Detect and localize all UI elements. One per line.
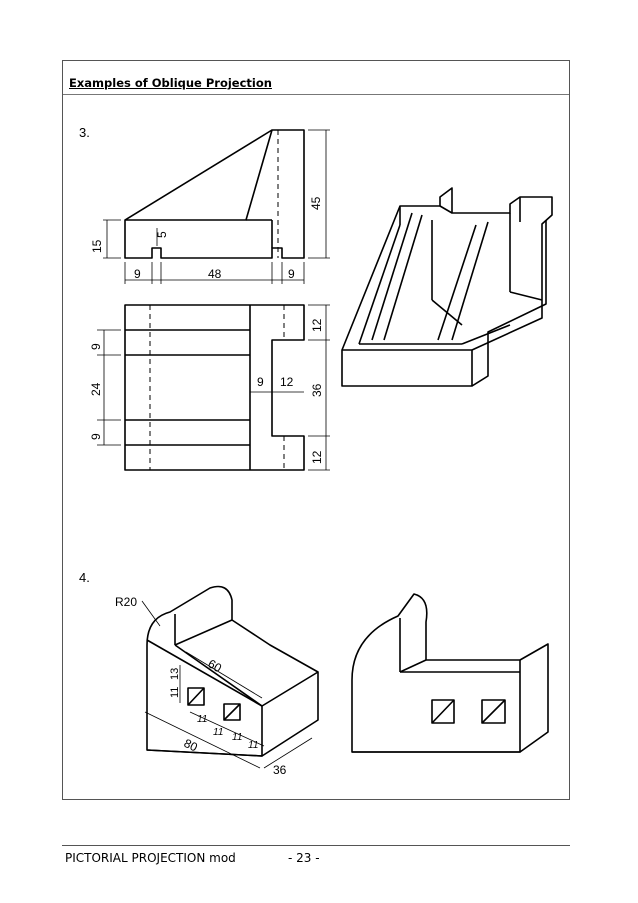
footer-page-number: - 23 - [288, 851, 320, 865]
fig4-oblique-view [351, 593, 549, 753]
dim-9-left: 9 [134, 267, 141, 281]
dim-60: 60 [206, 656, 225, 675]
fig3-top-view [124, 304, 305, 471]
section-title: Examples of Oblique Projection [69, 76, 272, 90]
content-frame: Examples of Oblique Projection [62, 60, 570, 800]
dim-11-c: 11 [232, 732, 242, 743]
dim-48: 48 [208, 267, 222, 281]
dim-11-a: 11 [197, 714, 207, 725]
figure-3-number: 3. [79, 125, 90, 140]
dim-9-right: 9 [288, 267, 295, 281]
footer-rule [62, 845, 570, 846]
dim-11-d: 11 [248, 740, 258, 751]
dim-12-slot: 12 [280, 375, 294, 389]
fig3-oblique-view [341, 187, 553, 387]
dim-5: 5 [155, 231, 169, 238]
dim-80: 80 [182, 736, 200, 754]
dim-11-height: 11 [169, 687, 181, 698]
footer-document-title: PICTORIAL PROJECTION mod [65, 851, 236, 865]
figure-4-number: 4. [79, 570, 90, 585]
dim-12-lower: 12 [310, 450, 324, 464]
dim-36: 36 [310, 383, 324, 397]
dim-9-slot: 9 [257, 375, 264, 389]
dim-12-upper: 12 [310, 318, 324, 332]
fig3-front-dims [103, 129, 330, 284]
dim-9-bottom: 9 [89, 433, 103, 440]
dim-15: 15 [90, 239, 104, 253]
dim-r20: R20 [115, 595, 137, 609]
dim-45: 45 [309, 196, 323, 210]
fig4-dims [141, 600, 313, 769]
dim-11-b: 11 [213, 727, 223, 738]
fig4-dimensioned-view [146, 585, 319, 757]
dim-24: 24 [89, 382, 103, 396]
dim-36-depth: 36 [273, 763, 287, 777]
fig3-front-view [124, 129, 305, 259]
dim-13: 13 [169, 668, 181, 680]
frame-header: Examples of Oblique Projection [63, 61, 569, 95]
dim-9-top: 9 [89, 343, 103, 350]
fig3-top-dims [97, 304, 330, 471]
